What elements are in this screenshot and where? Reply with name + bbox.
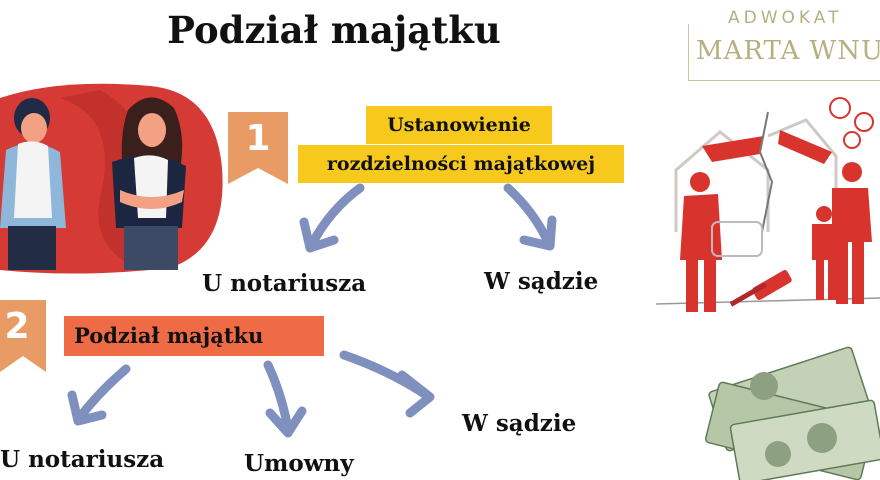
logo-frame	[688, 24, 880, 81]
step-2-badge: 2	[0, 300, 46, 372]
page-title: Podział majątku	[167, 8, 501, 52]
arrow-left	[307, 183, 365, 249]
arguing-couple-illustration	[0, 83, 223, 274]
arrow-right-head	[519, 215, 557, 251]
arrow-left	[75, 364, 131, 422]
logo-name-text: MARTA WNUK	[696, 36, 880, 66]
step-1-label-line2: rozdzielności majątkowej	[298, 145, 624, 183]
logo-top-text: ADWOKAT	[724, 8, 847, 28]
step-2-label: Podział majątku	[64, 316, 324, 356]
step-1-badge: 1	[228, 112, 288, 184]
step-1-arrows	[299, 183, 557, 253]
arrow-left-head	[67, 390, 107, 426]
step-1-option-court: W sądzie	[484, 268, 599, 295]
step-1-option-notary: U notariusza	[202, 270, 367, 297]
law-firm-logo: ADWOKAT MARTA WNUK	[686, 6, 880, 81]
arrow-left-head	[299, 217, 339, 253]
ribbon-icon	[0, 300, 46, 372]
money-bills-illustration	[704, 346, 880, 480]
step-1-label-line1: Ustanowienie	[366, 106, 552, 144]
arrow-middle	[263, 360, 293, 434]
arrow-right	[503, 183, 553, 247]
step-2-arrows	[67, 350, 435, 438]
step-2-option-agreement: Umowny	[244, 450, 354, 477]
step-2-option-court: W sądzie	[462, 410, 577, 437]
step-2-option-notary: U notariusza	[0, 446, 165, 473]
divided-house-illustration	[656, 97, 880, 312]
arrow-right-head	[397, 370, 435, 418]
arrow-middle-head	[265, 406, 307, 438]
ribbon-icon	[228, 112, 288, 184]
